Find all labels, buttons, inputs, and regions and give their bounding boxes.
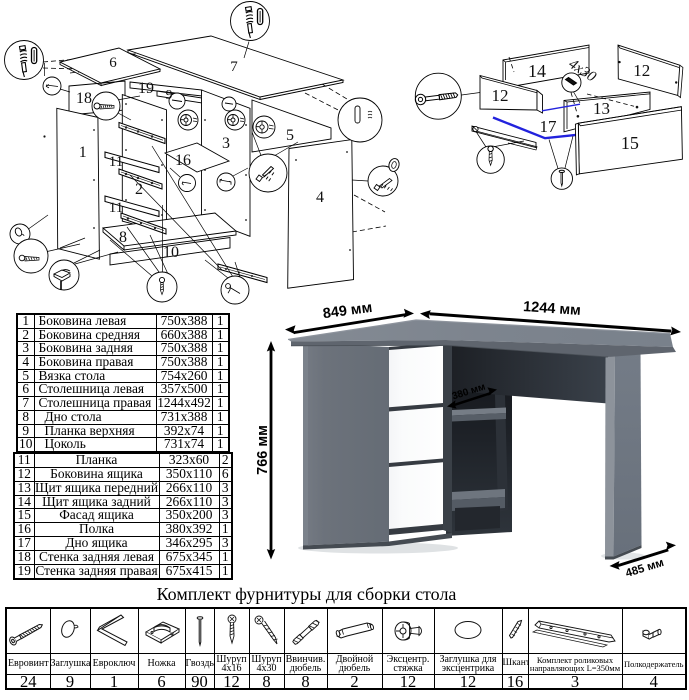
svg-text:7: 7 (230, 59, 238, 75)
svg-text:766 мм: 766 мм (255, 425, 271, 475)
svg-text:9: 9 (166, 88, 173, 103)
svg-text:5: 5 (286, 127, 294, 144)
svg-text:3: 3 (222, 135, 230, 152)
svg-text:1244 мм: 1244 мм (523, 299, 582, 319)
svg-text:19: 19 (138, 80, 154, 97)
svg-text:16: 16 (175, 152, 191, 169)
svg-text:11: 11 (109, 200, 123, 216)
svg-text:13: 13 (593, 99, 610, 118)
svg-text:17: 17 (540, 117, 558, 136)
svg-text:10: 10 (163, 244, 179, 261)
svg-text:11: 11 (109, 154, 123, 170)
svg-text:2: 2 (135, 181, 143, 198)
svg-text:4: 4 (316, 189, 324, 206)
svg-text:15: 15 (621, 133, 639, 153)
svg-text:849 мм: 849 мм (322, 300, 373, 322)
svg-text:8: 8 (119, 229, 127, 246)
svg-text:14: 14 (528, 61, 546, 81)
svg-text:18: 18 (76, 90, 92, 107)
svg-text:6: 6 (109, 55, 117, 71)
svg-text:1: 1 (79, 144, 87, 161)
svg-text:12: 12 (633, 61, 650, 80)
svg-text:12: 12 (492, 86, 509, 105)
